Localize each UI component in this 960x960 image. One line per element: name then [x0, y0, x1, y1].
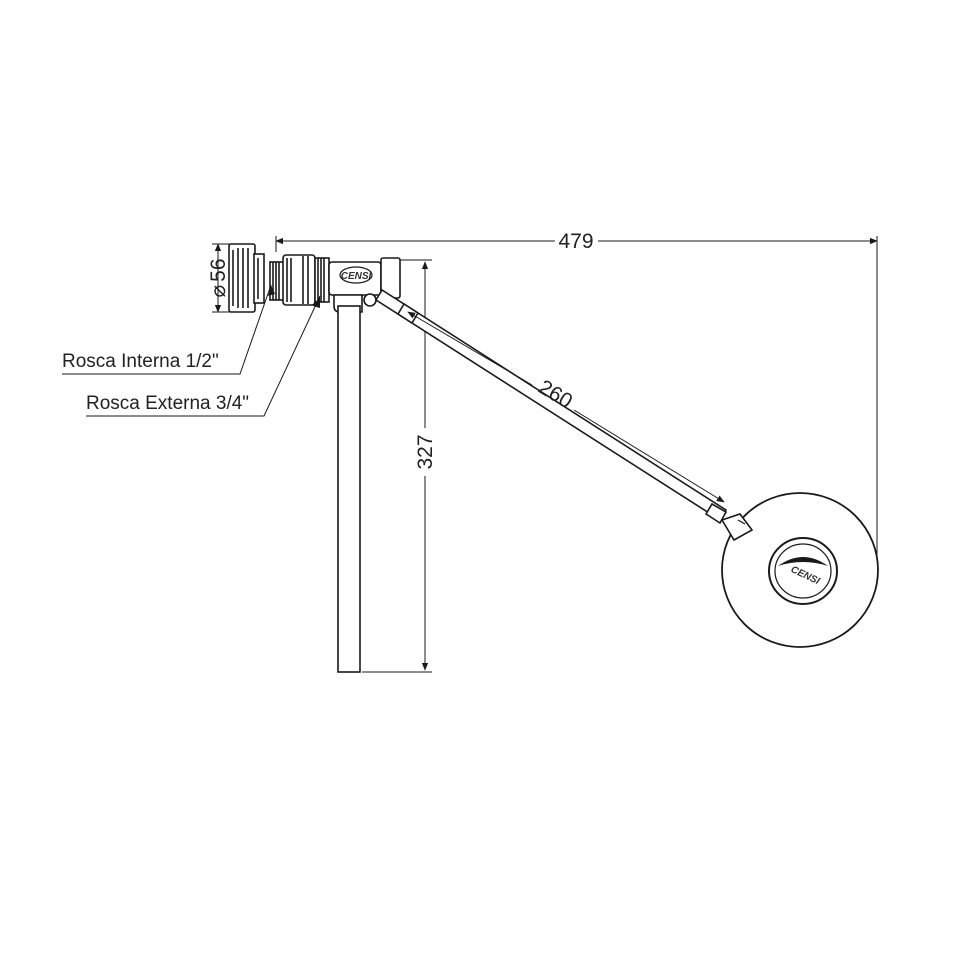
overall-length-value: 479 [558, 230, 593, 253]
nut-diameter-dimension: ⌀ 56 [207, 243, 230, 313]
external-thread-label: Rosca Externa 3/4" [86, 393, 249, 414]
diameter-symbol: ⌀ [207, 285, 230, 298]
overall-length-dimension: 479 [275, 230, 878, 560]
external-thread-callout: Rosca Externa 3/4" [86, 295, 321, 417]
drop-pipe [337, 305, 361, 673]
float-ball: CENSI [720, 492, 879, 648]
arm-length-value: 260 [534, 376, 576, 414]
float-logo: CENSI [768, 537, 838, 605]
internal-thread-label: Rosca Interna 1/2" [62, 351, 219, 372]
drop-height-dimension: 327 [362, 259, 437, 673]
nut-diameter-value: 56 [207, 258, 230, 281]
float-arm [374, 288, 728, 525]
drop-height-value: 327 [414, 434, 437, 469]
svg-text:⌀56: ⌀ 56 [207, 258, 230, 297]
svg-text:CENSI: CENSI [341, 271, 372, 282]
nut [228, 243, 265, 313]
logo-on-body: CENSI [339, 266, 373, 284]
internal-thread-callout: Rosca Interna 1/2" [62, 284, 275, 375]
